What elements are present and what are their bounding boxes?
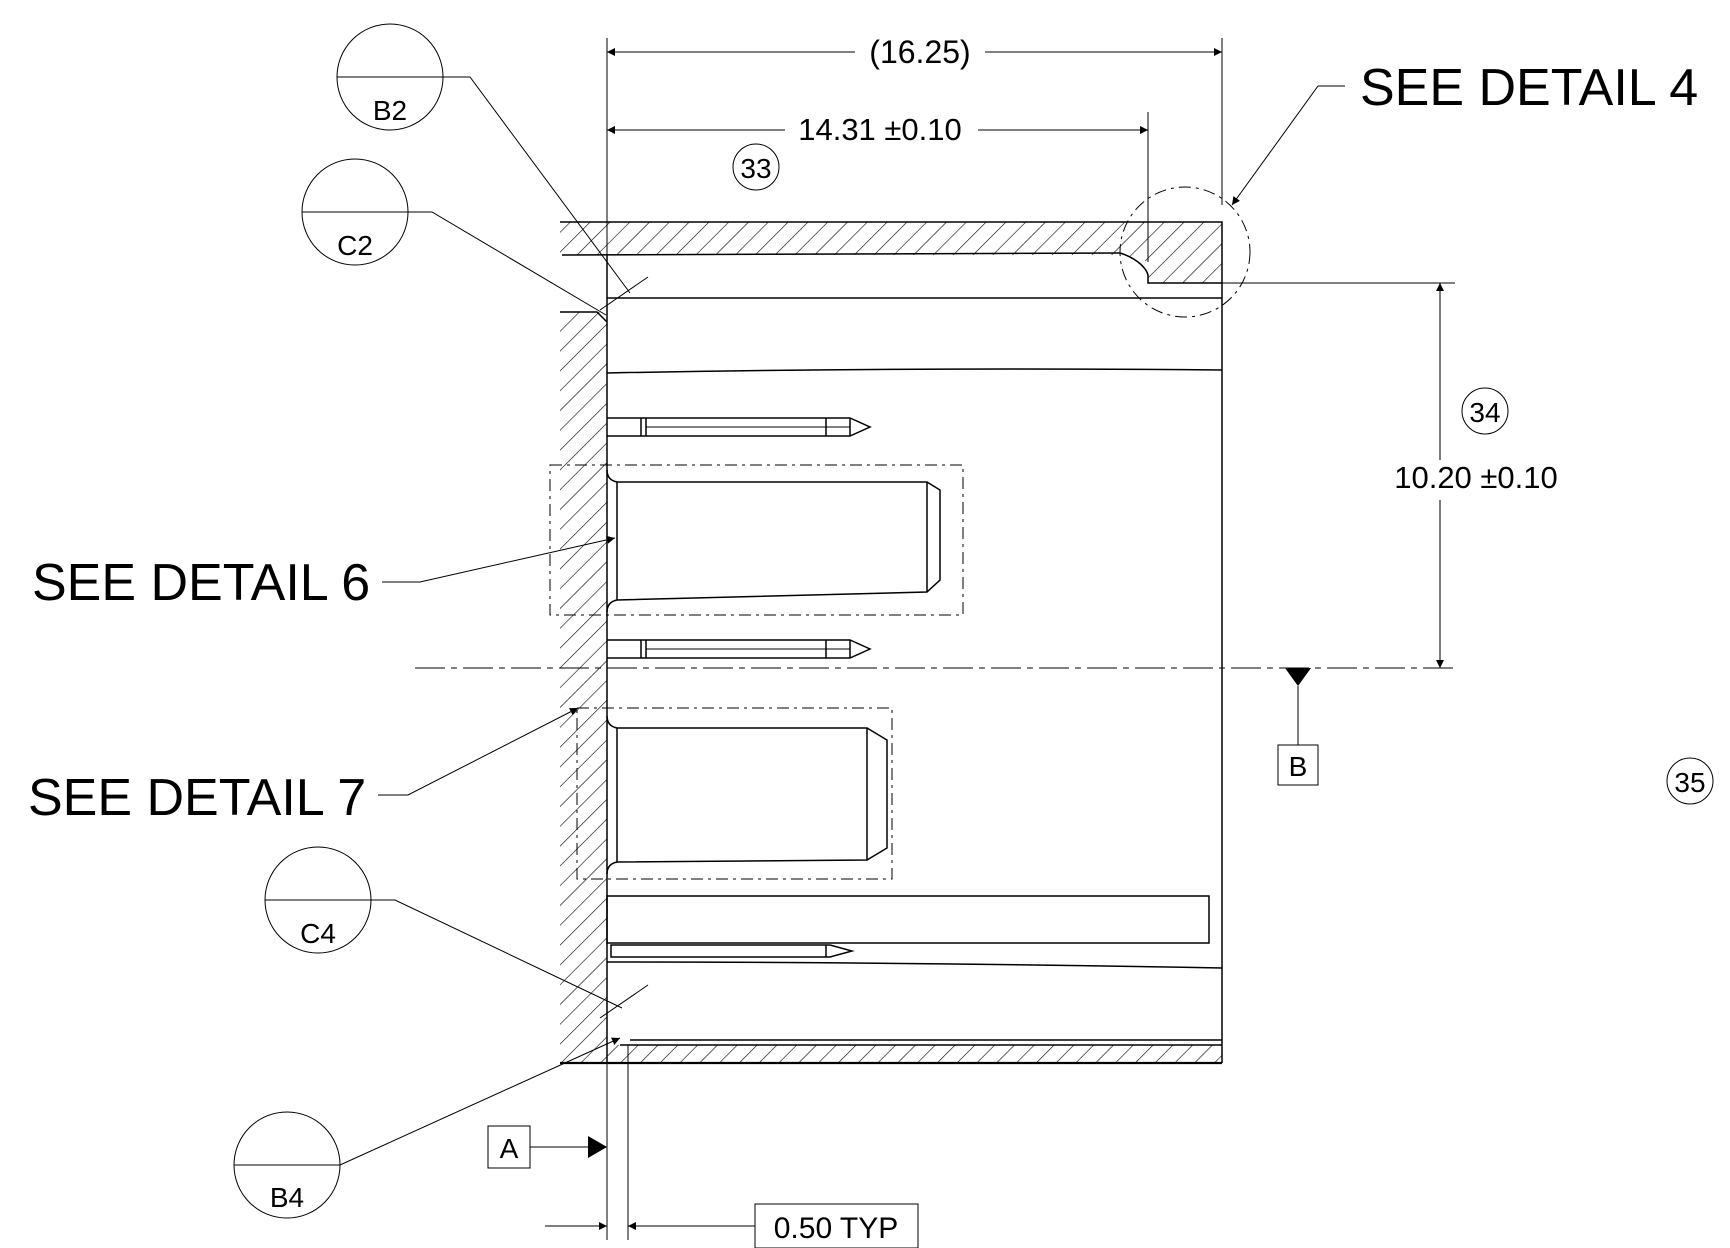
pin-middle: [607, 639, 872, 659]
boss-lower: [606, 715, 888, 875]
dimension-wall-thickness-text: 0.50 TYP: [774, 1212, 899, 1245]
dimension-inner-length: 14.31 ±0.10: [607, 112, 1149, 262]
dimension-wall-thickness: 0.50 TYP: [545, 1045, 919, 1248]
dimension-overall-length: (16.25): [606, 34, 1223, 275]
datum-b: B: [1277, 668, 1319, 786]
callout-detail-6-text: SEE DETAIL 6: [32, 554, 370, 612]
callout-detail-7-text: SEE DETAIL 7: [28, 769, 366, 827]
datum-a-text: A: [500, 1133, 519, 1164]
datum-b-text: B: [1289, 751, 1308, 782]
zone-ref-c2: C2: [301, 158, 607, 316]
callout-detail-6: SEE DETAIL 6: [32, 535, 616, 612]
bottom-wall-hatch: [607, 1045, 1222, 1063]
pin-upper: [607, 417, 872, 437]
zone-ref-c4: C4: [264, 846, 623, 1009]
zone-ref-b2-text: B2: [373, 95, 407, 126]
zone-ref-c2-text: C2: [337, 230, 373, 261]
detail-6-region: [549, 464, 964, 616]
dimension-inner-length-text: 14.31 ±0.10: [798, 112, 962, 147]
boss-upper: [606, 469, 941, 613]
dimension-overall-length-text: (16.25): [869, 34, 970, 70]
detail-4-region: [1119, 186, 1251, 318]
zone-ref-b4-text: B4: [270, 1182, 304, 1213]
balloon-33: 33: [732, 143, 780, 191]
callout-detail-7: SEE DETAIL 7: [28, 707, 579, 827]
zone-ref-c4-text: C4: [300, 918, 336, 949]
balloon-35: 35: [1666, 757, 1714, 805]
pin-lower: [610, 944, 855, 958]
callout-detail-4: SEE DETAIL 4: [1231, 59, 1698, 206]
zone-ref-b4: B4: [233, 1037, 621, 1219]
zone-ref-b2: B2: [336, 23, 631, 294]
callout-detail-4-text: SEE DETAIL 4: [1360, 59, 1698, 117]
dimension-height: 10.20 ±0.10: [1150, 282, 1558, 668]
datum-a: A: [487, 1125, 607, 1169]
balloon-34: 34: [1461, 387, 1509, 435]
left-wall-hatch: [560, 312, 607, 1063]
balloon-35-text: 35: [1674, 767, 1705, 798]
balloon-33-text: 33: [740, 153, 771, 184]
top-wall-hatch: [560, 222, 1222, 283]
slot-rect: [606, 895, 1210, 944]
dimension-height-text: 10.20 ±0.10: [1394, 460, 1558, 495]
part-section-view: [560, 221, 1223, 1065]
balloon-34-text: 34: [1469, 397, 1500, 428]
detail-7-region: [576, 707, 893, 880]
